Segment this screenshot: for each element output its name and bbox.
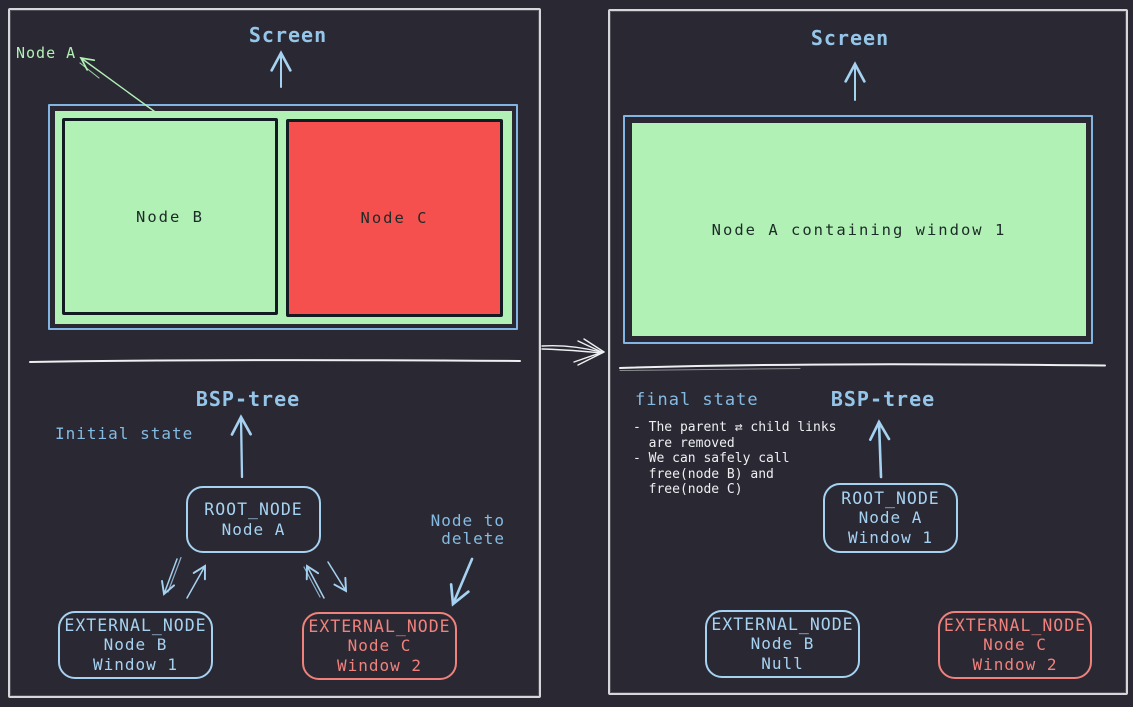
transition-arrow-head [577,338,605,353]
external-node-c-type: EXTERNAL_NODE [943,615,1087,635]
root-node-name: Node A [221,519,286,539]
right-screen-title: Screen [810,26,890,50]
transition-arrow [541,338,605,366]
left-screen-monitor [48,104,518,330]
note-line: - The parent ⇄ child links [633,420,837,435]
external-node-c-window: Window 2 [336,655,423,675]
external-node-c-type: EXTERNAL_NODE [308,616,451,636]
right-node-a-window: Node A containing window 1 [632,123,1086,336]
left-window-node-c: Node C [286,119,503,317]
external-node-b-type: EXTERNAL_NODE [711,614,854,634]
transition-arrow-shaft [541,348,603,354]
final-state-label: final state [635,390,759,410]
note-line: free(node B) and [633,466,774,482]
left-window-node-b: Node B [62,118,278,315]
left-panel-frame [8,8,541,698]
right-root-node-box: ROOT_NODE Node A Window 1 [823,483,958,553]
external-node-c-window: Window 2 [972,654,1058,674]
callout-line-2: delete [441,529,505,548]
node-a-pointer-label: Node A [16,44,77,62]
window-node-c-label: Node C [360,209,429,227]
right-external-node-c-box: EXTERNAL_NODE Node C Window 2 [938,611,1092,679]
external-node-c-name: Node C [347,636,412,656]
right-screen-monitor [623,115,1093,344]
right-external-node-b-box: EXTERNAL_NODE Node B Null [705,610,860,678]
transition-arrow-shaft [541,344,602,353]
root-node-name: Node A [858,508,923,528]
callout-line-1: Node to [430,511,505,530]
right-panel-frame [608,9,1128,695]
right-bsp-tree-title: BSP-tree [830,387,936,411]
root-node-type: ROOT_NODE [204,500,303,519]
window-node-a-label: Node A containing window 1 [711,220,1007,239]
note-line: free(node C) [633,482,743,498]
initial-state-label: Initial state [55,424,194,443]
external-node-b-name: Node B [750,634,815,654]
left-screen-title: Screen [248,23,328,47]
transition-arrow-head [573,351,605,366]
node-to-delete-callout: Node to delete [415,512,505,548]
left-bsp-tree-title: BSP-tree [195,387,301,411]
external-node-b-name: Node B [103,635,168,655]
note-line: are removed [633,435,735,451]
window-node-b-label: Node B [136,207,204,226]
external-node-b-window: Window 1 [92,654,179,674]
external-node-b-window: Null [761,653,804,673]
final-state-notes: - The parent ⇄ child links are removed -… [633,420,853,498]
left-external-node-b-box: EXTERNAL_NODE Node B Window 1 [58,611,213,679]
external-node-b-type: EXTERNAL_NODE [64,615,207,635]
root-node-type: ROOT_NODE [841,488,940,508]
left-external-node-c-box: EXTERNAL_NODE Node C Window 2 [302,612,457,680]
root-node-window: Window 1 [847,527,934,547]
left-root-node-box: ROOT_NODE Node A [186,486,321,553]
external-node-c-name: Node C [983,635,1047,655]
note-line: - We can safely call [633,451,790,467]
